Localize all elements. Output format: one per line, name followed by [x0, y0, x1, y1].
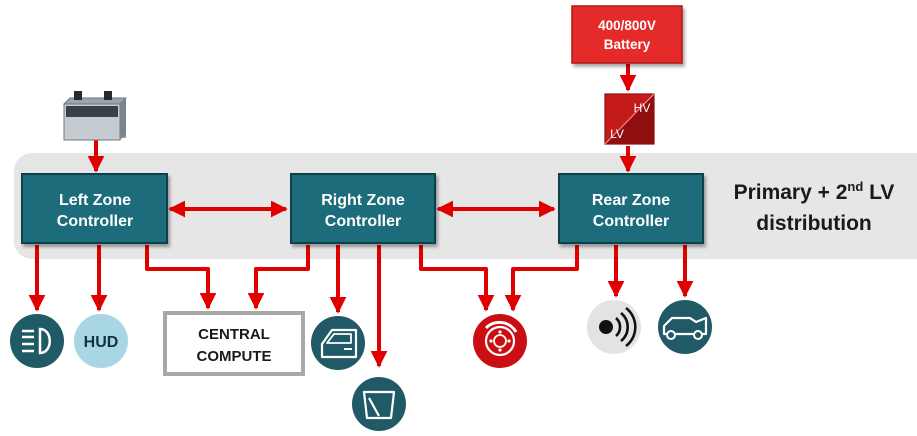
diagram-title-line1: Primary + 2nd LV — [734, 179, 895, 204]
arrow-right-to-compute — [247, 245, 310, 310]
converter-lv-label: LV — [610, 127, 624, 141]
left-zone-controller: Left Zone Controller — [21, 173, 168, 244]
dcdc-converter — [604, 93, 655, 145]
car-battery-icon — [62, 91, 128, 141]
rear-zone-label-line1: Rear Zone — [592, 192, 670, 209]
right-zone-label-line1: Right Zone — [321, 192, 405, 209]
power-arrows — [28, 64, 694, 368]
central-compute-line1: CENTRAL — [198, 326, 270, 343]
central-compute-line2: COMPUTE — [197, 348, 272, 365]
car-trunk-icon — [658, 300, 712, 354]
rear-zone-controller: Rear Zone Controller — [558, 173, 704, 244]
headlight-icon — [10, 314, 64, 368]
left-zone-label-line1: Left Zone — [59, 192, 131, 209]
arrow-right-to-brake — [419, 245, 495, 312]
arrow-left-to-compute — [145, 245, 217, 310]
hv-battery-label-line2: Battery — [604, 37, 651, 52]
hud-icon: HUD — [74, 314, 128, 368]
brake-icon — [473, 314, 527, 368]
diagram-title-line2: distribution — [756, 212, 871, 235]
converter-hv-label: HV — [634, 101, 651, 115]
arrow-rear-to-brake — [504, 245, 579, 312]
central-compute-box: CENTRAL COMPUTE — [163, 311, 305, 376]
right-zone-controller: Right Zone Controller — [290, 173, 436, 244]
wiper-icon — [352, 377, 406, 431]
right-zone-label-line2: Controller — [325, 213, 401, 230]
hv-battery-label-line1: 400/800V — [598, 18, 656, 33]
rear-zone-label-line2: Controller — [593, 213, 669, 230]
hud-label: HUD — [84, 334, 119, 351]
door-icon — [311, 316, 365, 370]
left-zone-label-line2: Controller — [57, 213, 133, 230]
hv-battery-box — [571, 5, 683, 64]
speaker-icon — [587, 300, 641, 354]
